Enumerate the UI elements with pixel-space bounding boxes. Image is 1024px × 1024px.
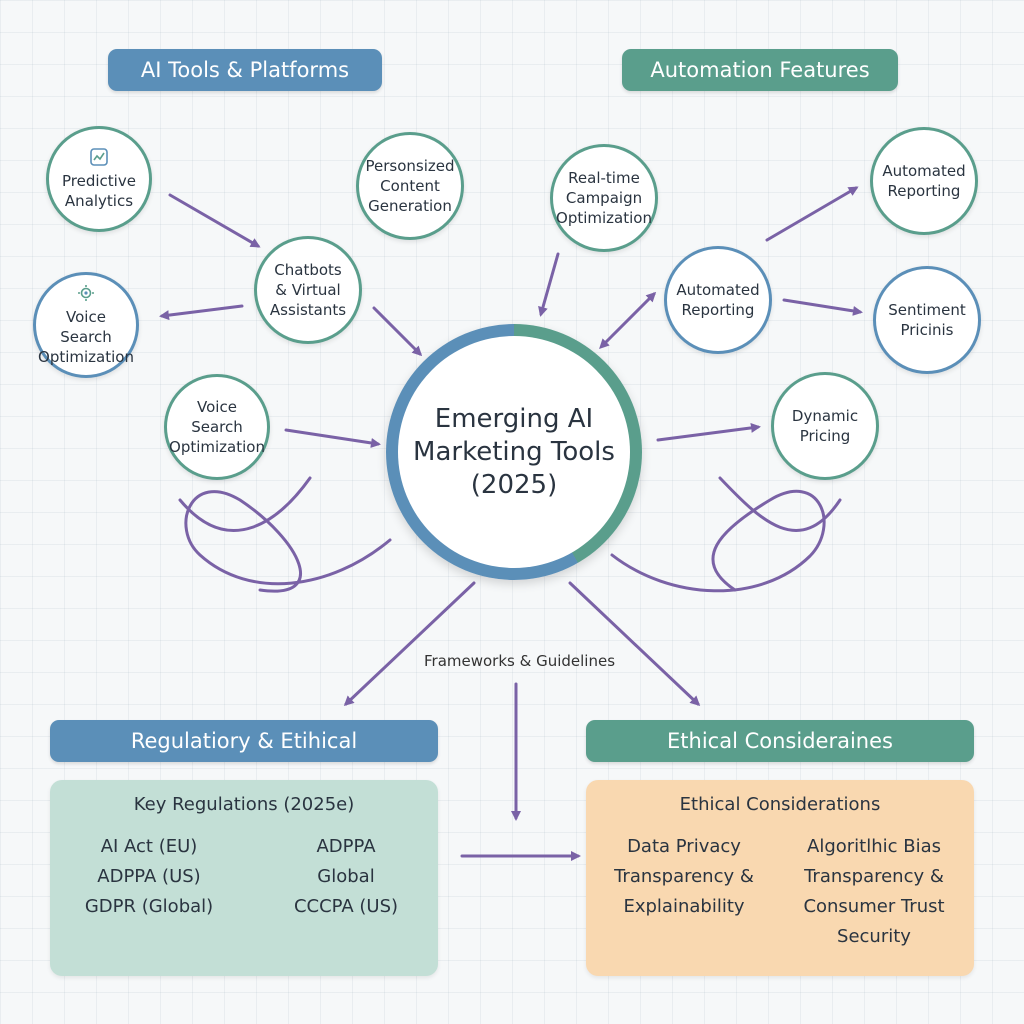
regulations-box: Key Regulations (2025e) AI Act (EU) ADPP… (50, 780, 438, 976)
regulatory-header: Regulatiory & Etihical (50, 720, 438, 762)
regulation-item: Global (317, 866, 375, 887)
node-label: Voice Search Optimization (169, 398, 265, 456)
node-label: Chatbots & Virtual Assistants (269, 261, 347, 319)
arrow-chatbots-to-voice (159, 304, 244, 321)
voice-search-icon (78, 285, 94, 301)
ethics-item: Data Privacy (627, 836, 741, 857)
node-label: Dynamic Pricing (791, 407, 859, 445)
arrow-center-automated (599, 291, 657, 349)
node-automated-reporting-1: Automated Reporting (664, 246, 772, 354)
node-voice-search-1: Voice Search Optimization (33, 272, 139, 378)
node-dynamic-pricing: Dynamic Pricing (771, 372, 879, 480)
node-label: Sentiment Pricinis (888, 301, 966, 339)
ethics-item: Transparency & (614, 866, 754, 887)
frameworks-label: Frameworks & Guidelines (424, 652, 616, 670)
ethics-item: Security (837, 926, 911, 947)
ethics-item: Transparency & (804, 866, 944, 887)
node-label: Automated Reporting (676, 281, 760, 319)
node-label: Real-time Campaign Optimization (556, 169, 652, 227)
arrow-voice-to-center (284, 428, 381, 448)
ethics-title: Ethical Considerations (679, 794, 881, 815)
ethics-col-2: Algoritlhic Bias Transparency & Consumer… (792, 832, 956, 952)
ethics-item: Consumer Trust (803, 896, 945, 917)
wave-left-2 (178, 476, 312, 532)
arrow-realtime-to-center (538, 252, 560, 317)
center-hub: Emerging AI Marketing Tools (2025) (386, 324, 642, 580)
arrow-center-to-ethical (568, 581, 701, 707)
node-voice-search-2: Voice Search Optimization (164, 374, 270, 480)
ethics-item: Algoritlhic Bias (807, 836, 941, 857)
node-label: Personsized Content Generation (365, 157, 455, 215)
arrow-center-to-pricing (656, 422, 761, 442)
wave-left (184, 490, 392, 593)
node-label: Voice Search Optimization (38, 308, 134, 366)
wave-right (610, 489, 826, 593)
arrow-automated-to-reporting (765, 186, 859, 242)
regulation-item: GDPR (Global) (84, 896, 214, 917)
node-automated-reporting-2: Automated Reporting (870, 127, 978, 235)
center-title: Emerging AI Marketing Tools (2025) (398, 336, 630, 568)
node-realtime-campaign: Real-time Campaign Optimization (550, 144, 658, 252)
ai-tools-header: AI Tools & Platforms (108, 49, 382, 91)
arrow-chatbots-to-center (372, 306, 423, 357)
node-label: Predictive Analytics (62, 172, 136, 210)
arrow-center-to-regulatory (343, 581, 476, 707)
node-label: Automated Reporting (882, 162, 966, 200)
automation-header: Automation Features (622, 49, 898, 91)
node-sentiment: Sentiment Pricinis (873, 266, 981, 374)
arrow-predictive-to-chatbots (168, 193, 261, 248)
ethics-item: Explainability (623, 896, 745, 917)
regulations-col-1: AI Act (EU) ADPPA (US) GDPR (Global) (84, 832, 214, 922)
regulation-item: ADPPA (US) (97, 866, 201, 887)
node-predictive-analytics: Predictive Analytics (46, 126, 152, 232)
ethics-box: Ethical Considerations Data Privacy Tran… (586, 780, 974, 976)
analytics-icon (90, 148, 108, 166)
wave-right-2 (718, 476, 842, 532)
node-personalized-content: Personsized Content Generation (356, 132, 464, 240)
node-chatbots: Chatbots & Virtual Assistants (254, 236, 362, 344)
regulations-title: Key Regulations (2025e) (133, 794, 355, 815)
arrow-automated-to-sentiment (782, 298, 863, 316)
ethics-col-1: Data Privacy Transparency & Explainabili… (608, 832, 760, 922)
regulation-item: CCCPA (US) (293, 896, 399, 917)
regulation-item: ADPPA (316, 836, 376, 857)
ethical-header: Ethical Consideraines (586, 720, 974, 762)
regulation-item: AI Act (EU) (100, 836, 198, 857)
regulations-col-2: ADPPA Global CCCPA (US) (276, 832, 416, 922)
